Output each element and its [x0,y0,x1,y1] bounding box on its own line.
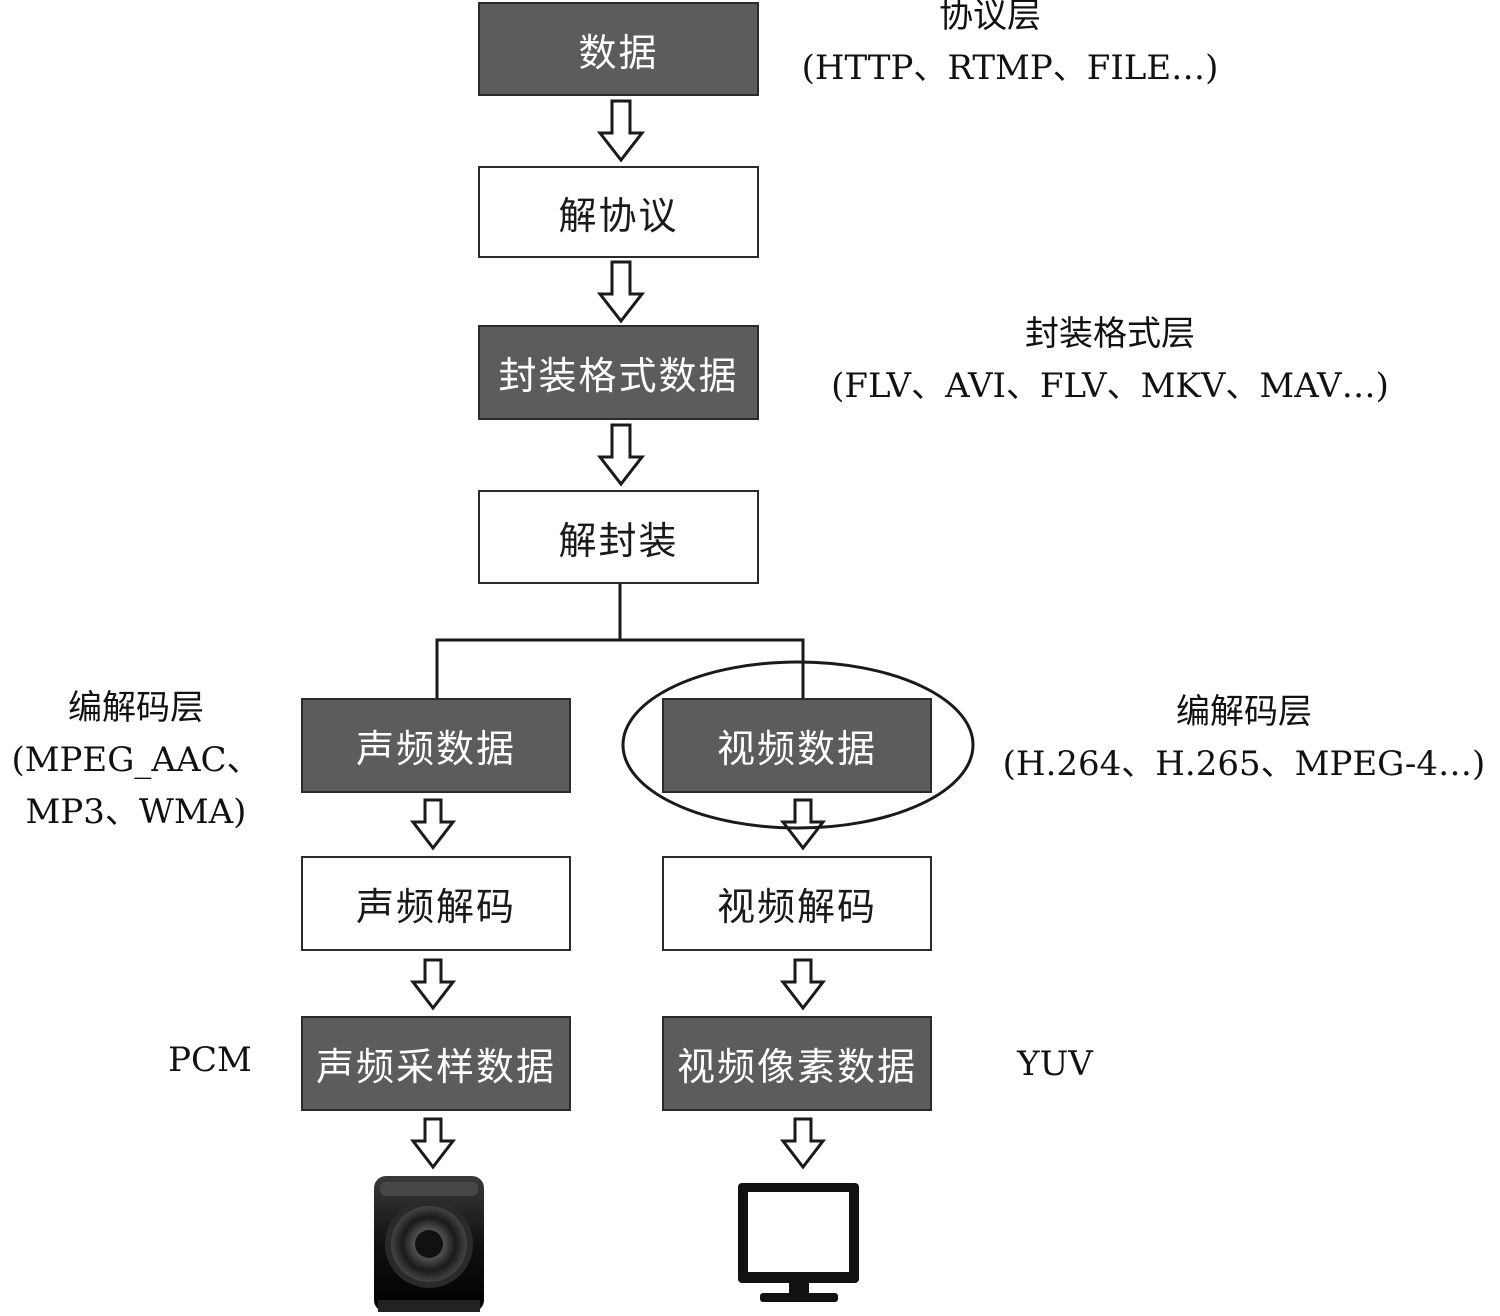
highlight-ellipse [621,660,975,830]
audio-codec-layer-title: 编解码层 [68,688,204,728]
protocol-layer-note: 协议层 (HTTP、RTMP、FILE…) [770,0,1250,94]
arrow-audio-data-to-decode [409,798,457,851]
audio-codec-layer-detail: (MPEG_AAC、 [11,740,261,780]
arrow-container-to-demux [596,423,646,487]
protocol-layer-title: 协议层 [939,0,1041,36]
arrow-data-to-deprotocol [596,99,646,163]
speaker-icon [374,1176,484,1312]
video-codec-layer-note: 编解码层 (H.264、H.265、MPEG-4…) [988,686,1500,790]
protocol-layer-detail: (HTTP、RTMP、FILE…) [801,48,1219,88]
video-codec-layer-title: 编解码层 [1176,692,1312,732]
format-layer-title: 封装格式层 [1025,314,1195,354]
video-format-label: YUV [1017,1044,1093,1084]
audio-codec-layer-detail-2: MP3、WMA) [25,792,247,832]
audio-samples-box: 声频采样数据 [301,1016,571,1111]
data-box: 数据 [478,2,759,96]
arrow-audio-decode-to-samples [409,958,457,1011]
monitor-icon [738,1183,859,1302]
arrow-pixels-to-monitor [779,1117,827,1170]
arrow-video-decode-to-pixels [779,958,827,1011]
format-layer-detail: (FLV、AVI、FLV、MKV、MAV…) [831,366,1389,406]
audio-data-box: 声频数据 [301,698,571,793]
video-data-box: 视频数据 [662,698,932,793]
video-codec-layer-detail: (H.264、H.265、MPEG-4…) [1002,744,1486,784]
audio-format-label: PCM [168,1040,252,1080]
video-decode-box: 视频解码 [662,856,932,951]
deprotocol-box: 解协议 [478,166,759,258]
split-connector-right [620,638,805,700]
arrow-deprotocol-to-container [596,260,646,324]
arrow-video-data-to-decode [779,798,827,851]
arrow-samples-to-speaker [409,1117,457,1170]
split-connector [435,584,622,700]
container-data-box: 封装格式数据 [478,325,759,420]
audio-decode-box: 声频解码 [301,856,571,951]
format-layer-note: 封装格式层 (FLV、AVI、FLV、MKV、MAV…) [770,308,1450,412]
audio-codec-layer-note: 编解码层 (MPEG_AAC、 MP3、WMA) [0,682,272,838]
demux-box: 解封装 [478,490,759,584]
video-pixels-box: 视频像素数据 [662,1016,932,1111]
